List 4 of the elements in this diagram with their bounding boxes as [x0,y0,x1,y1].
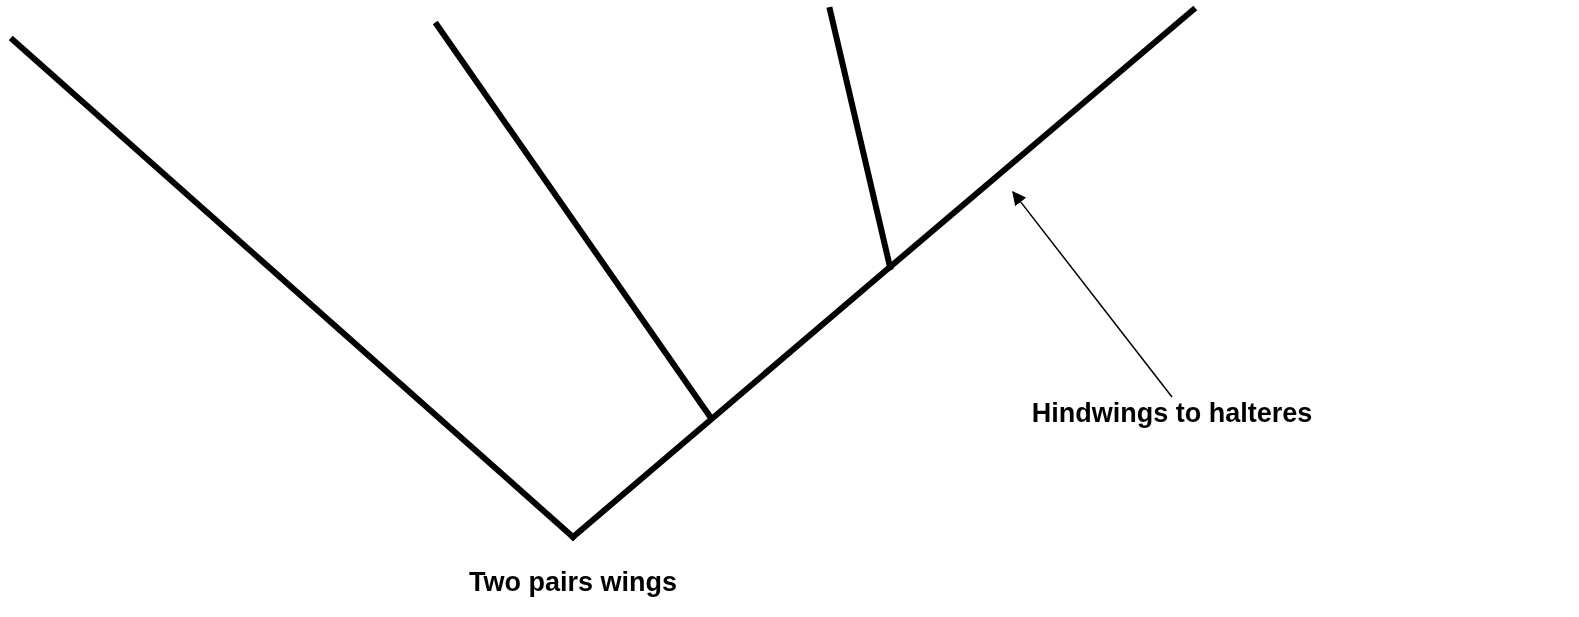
leader-arrow [1012,190,1173,398]
callout-text: Hindwings to halteres [1031,397,1313,430]
clade-label: Two pairs wings [469,566,677,599]
cladogram-branch [887,7,1196,270]
